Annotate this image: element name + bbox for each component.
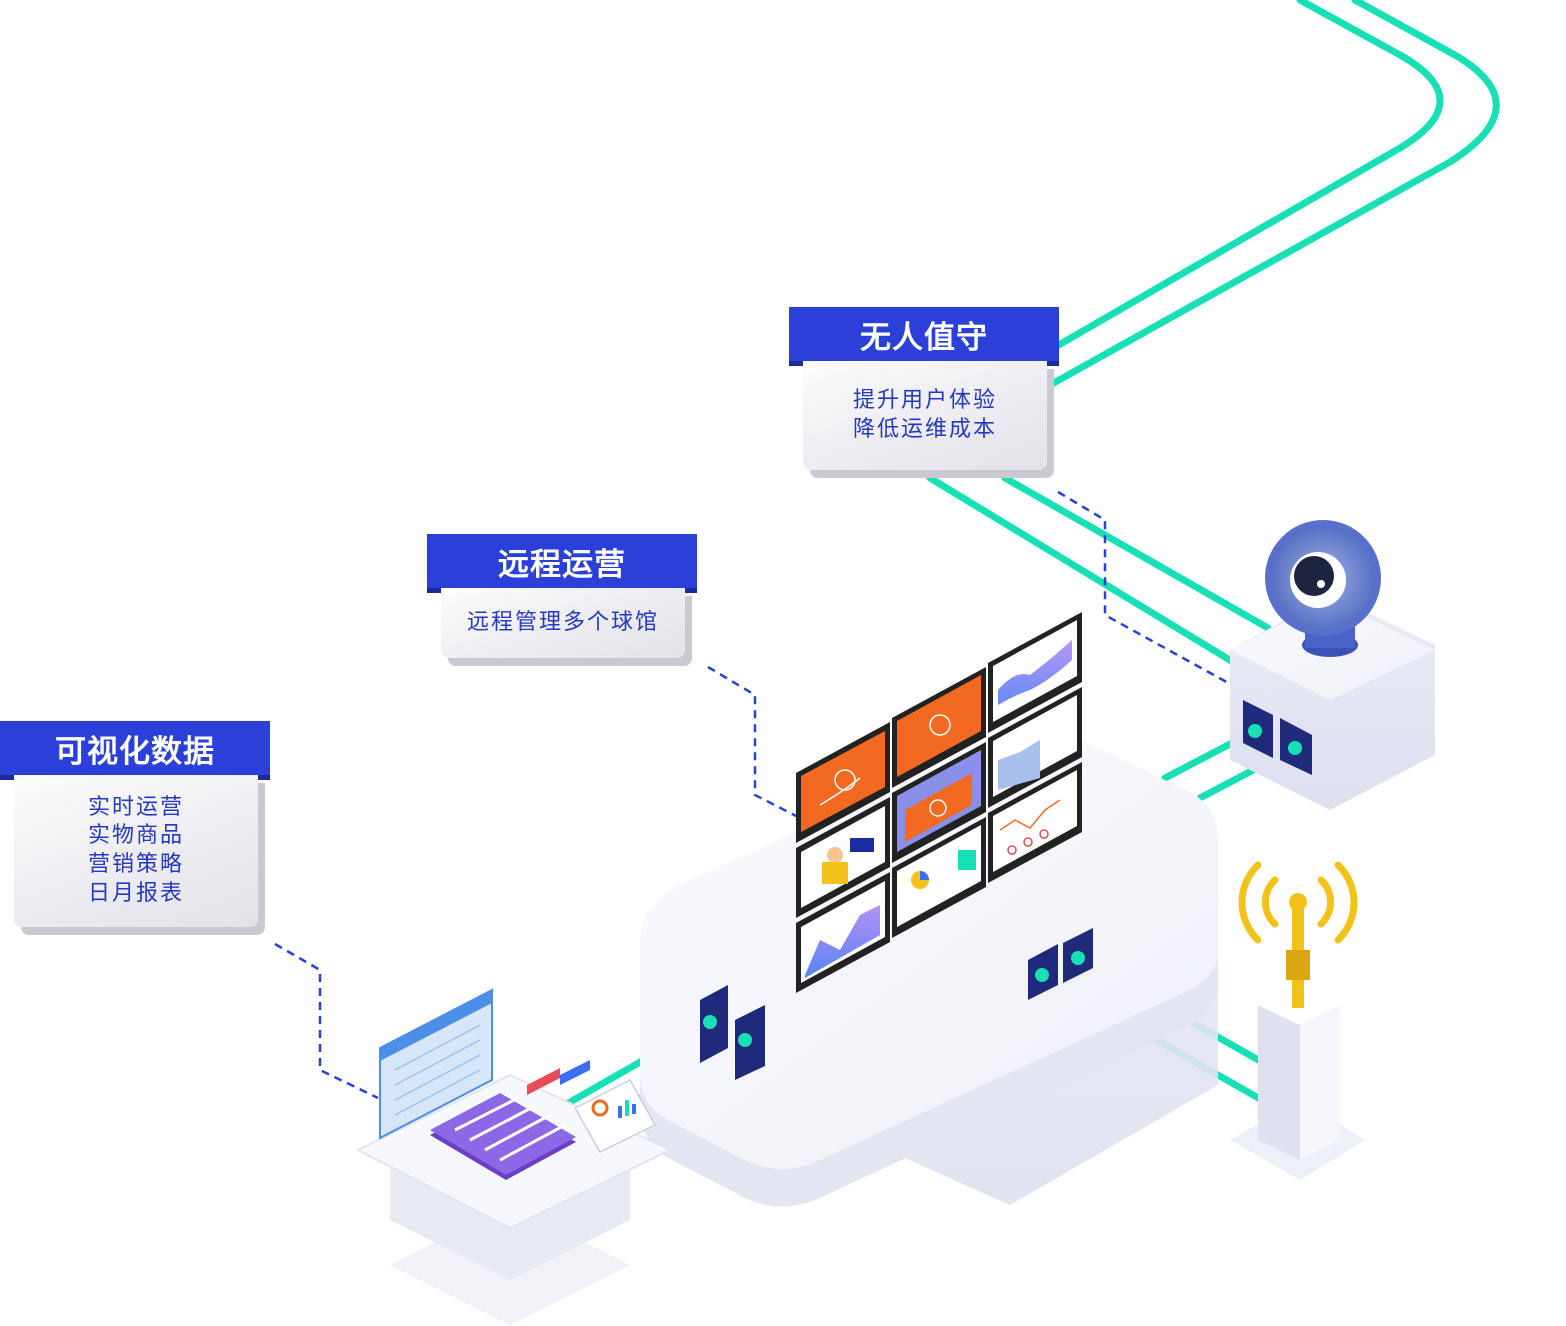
- card-remote-title: 远程运营: [427, 534, 697, 588]
- card-remote-body: 远程管理多个球馆: [441, 588, 685, 658]
- monitor-pie-chart: [892, 817, 986, 938]
- monitor-person-1: [796, 797, 890, 918]
- monitor-court-2: [892, 667, 986, 788]
- card-unattended-title: 无人值守: [789, 307, 1059, 361]
- monitor-area-chart-1: [796, 872, 890, 993]
- main-platform: [640, 731, 1218, 1207]
- camera-icon: [1265, 520, 1381, 657]
- camera-platform: [1230, 595, 1435, 810]
- card-visual-data-title: 可视化数据: [0, 721, 270, 775]
- card-visual-data-line: 实时运营: [87, 794, 184, 820]
- monitor-court-1: [796, 722, 890, 843]
- monitor-line-chart-2: [988, 762, 1082, 883]
- leader-lines: [274, 490, 1233, 1100]
- platform-ports: [700, 928, 1093, 1080]
- signal-tower-icon: [1230, 861, 1365, 1180]
- card-visual-data-body: 实时运营 实物商品 营销策略 日月报表: [14, 775, 258, 927]
- card-visual-data-line: 营销策略: [87, 852, 184, 877]
- card-unattended-line: 降低运维成本: [852, 416, 997, 442]
- monitor-area-chart-2: [988, 687, 1082, 808]
- card-unattended: 无人值守 提升用户体验 降低运维成本: [789, 307, 1059, 470]
- calendar-icon: [379, 988, 493, 1140]
- card-unattended-body: 提升用户体验 降低运维成本: [803, 361, 1047, 470]
- card-remote-line: 远程管理多个球馆: [466, 609, 659, 635]
- monitor-court-3: [892, 742, 986, 863]
- card-visual-data-line: 日月报表: [87, 880, 184, 906]
- card-visual-data: 可视化数据 实时运营 实物商品 营销策略 日月报表: [0, 721, 270, 927]
- card-visual-data-line: 实物商品: [87, 823, 184, 849]
- chart-icon: [527, 1060, 657, 1153]
- monitor-line-chart-1: [988, 612, 1082, 733]
- checklist-icon: [430, 1093, 576, 1180]
- card-remote: 远程运营 远程管理多个球馆: [427, 534, 697, 658]
- card-unattended-line: 提升用户体验: [852, 387, 997, 413]
- monitor-wall: [796, 612, 1082, 993]
